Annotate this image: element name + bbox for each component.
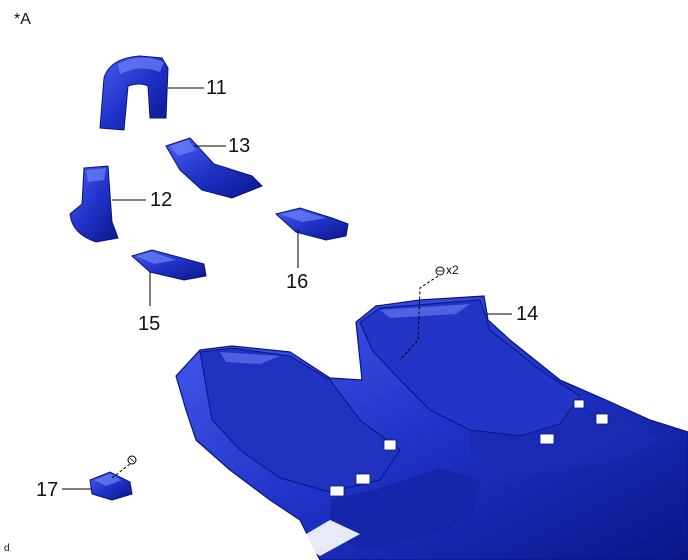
callout-11: 11 — [206, 77, 227, 99]
dashed-leader-clip — [399, 275, 439, 361]
part-17-bracket — [89, 471, 133, 501]
part-12-duct — [69, 165, 119, 243]
callout-17: 17 — [36, 479, 59, 501]
callout-15: 15 — [138, 313, 161, 335]
callout-12: 12 — [150, 189, 173, 211]
dashed-leader-bolt — [111, 463, 131, 479]
clip-fastener — [435, 266, 445, 276]
part-11-duct — [99, 55, 169, 131]
bolt — [127, 455, 137, 465]
callout-16: 16 — [286, 271, 309, 293]
quantity-label: x2 — [446, 263, 459, 277]
callout-13: 13 — [228, 135, 251, 157]
callout-14: 14 — [516, 303, 539, 325]
part-13-duct — [165, 137, 263, 199]
view-label: *A — [14, 11, 31, 28]
part-16-duct — [274, 207, 349, 241]
part-15-duct — [130, 249, 207, 281]
part-14-floor-carpet — [175, 295, 688, 560]
corner-mark: d — [4, 543, 10, 554]
